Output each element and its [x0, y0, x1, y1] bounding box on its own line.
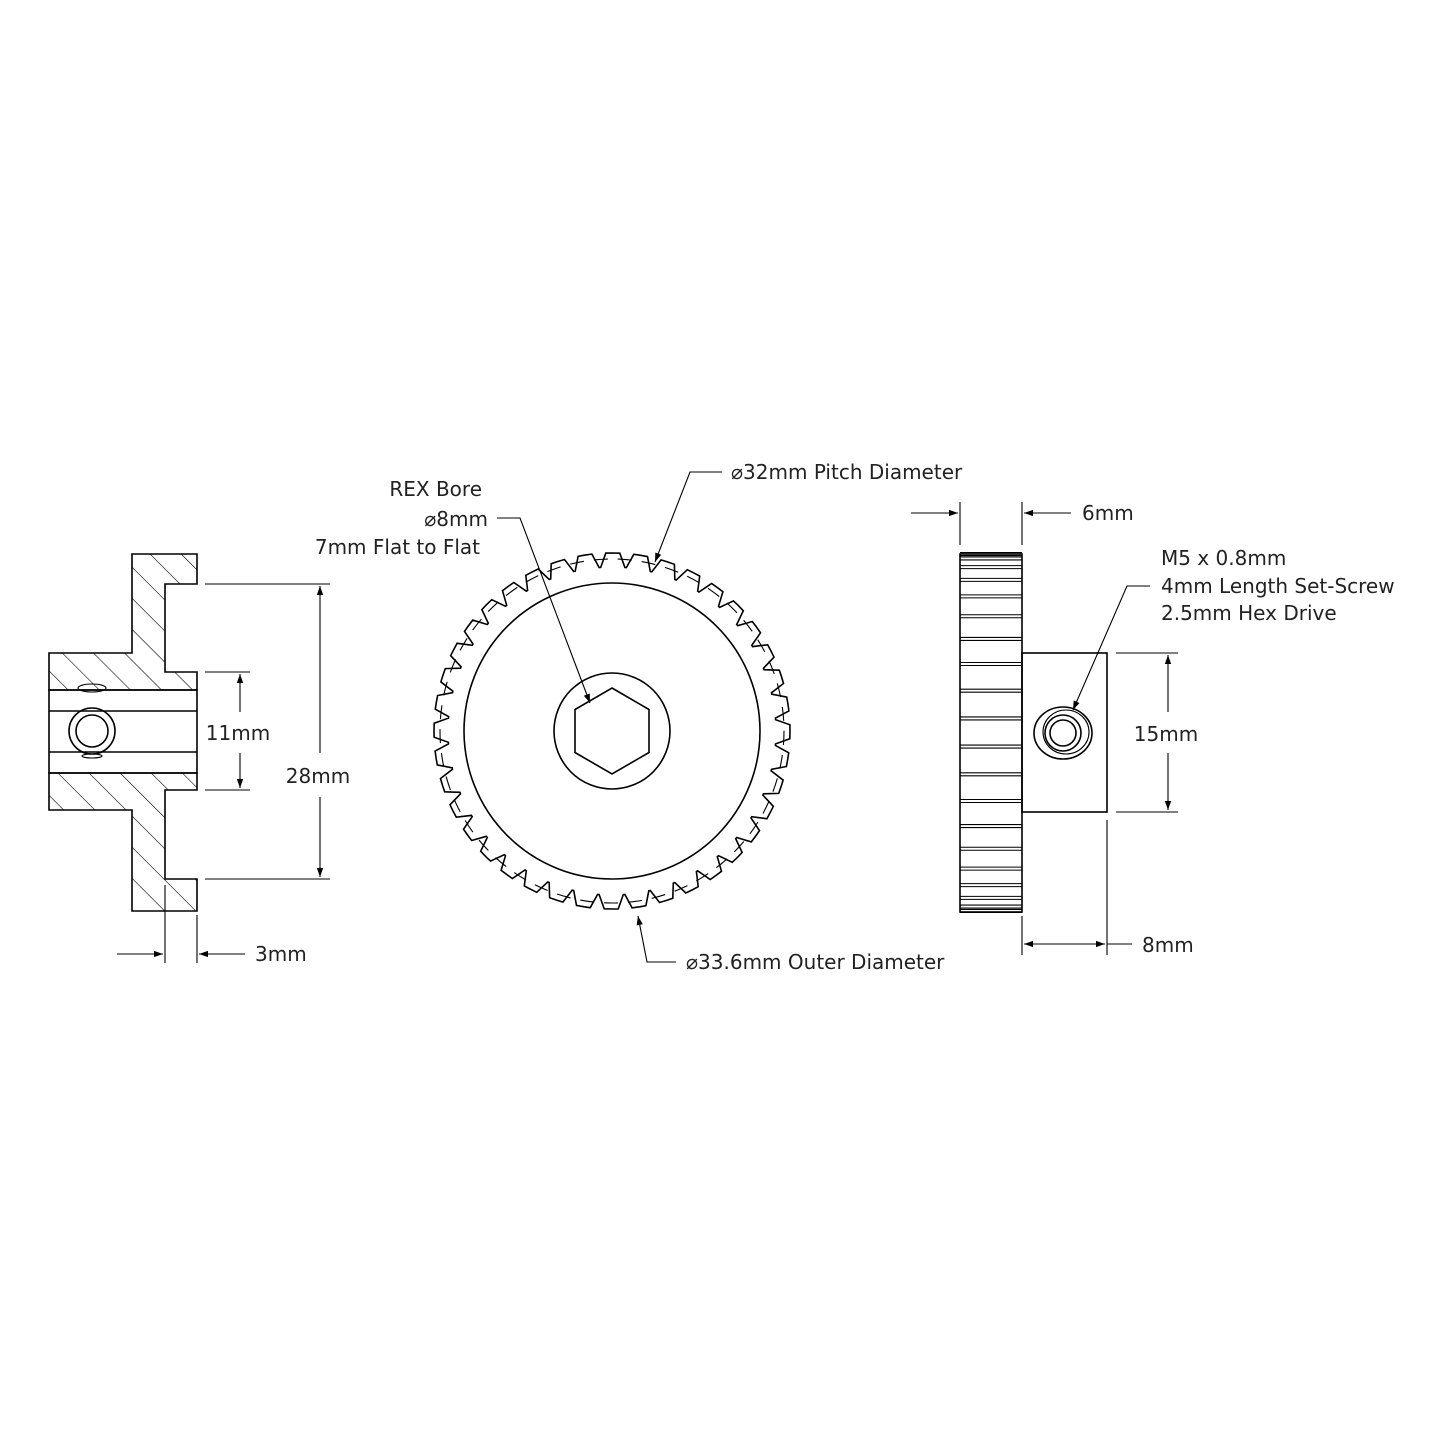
- setscrew-leader: [1072, 585, 1150, 711]
- side-view: 6mm 15mm 8mm M5 x 0.8mm 4mm Length Set-S…: [911, 501, 1395, 957]
- bore-label-line1: REX Bore: [389, 477, 482, 501]
- dim-3mm: 3mm: [255, 942, 307, 966]
- gear-teeth-profile: [433, 552, 791, 910]
- gear-teeth-side-lines: [960, 552, 1022, 913]
- section-view: 28mm 11mm 3mm: [48, 553, 350, 966]
- section-hatch-top: [48, 553, 198, 691]
- bore-label-line2: ⌀8mm: [424, 507, 488, 531]
- hub-side: [1021, 652, 1108, 813]
- dim-6mm: 6mm: [1082, 501, 1134, 525]
- setscrew-label-line3: 2.5mm Hex Drive: [1161, 601, 1337, 625]
- bore-leader: [497, 517, 591, 704]
- pitch-leader: [654, 471, 722, 563]
- gear-side-body: [959, 553, 1023, 913]
- front-view: REX Bore ⌀8mm 7mm Flat to Flat ⌀32mm Pit…: [315, 460, 963, 974]
- dim-15mm: 15mm: [1134, 722, 1198, 746]
- outer-diameter-label: ⌀33.6mm Outer Diameter: [686, 950, 945, 974]
- hex-bore-icon: [574, 687, 650, 775]
- pitch-diameter-label: ⌀32mm Pitch Diameter: [731, 460, 963, 484]
- dim-11mm: 11mm: [206, 721, 270, 745]
- pitch-circle: [439, 558, 785, 904]
- setscrew-hole-icon: [68, 683, 116, 759]
- setscrew-label-line2: 4mm Length Set-Screw: [1161, 574, 1395, 598]
- dim-28mm: 28mm: [286, 764, 350, 788]
- hub-circle: [553, 672, 671, 790]
- outer-leader: [636, 915, 676, 963]
- section-hatch-bottom: [48, 772, 198, 912]
- bore-channel: [48, 689, 198, 774]
- setscrew-icon: [1033, 706, 1093, 760]
- bore-label-line3: 7mm Flat to Flat: [315, 535, 480, 559]
- dim-8mm: 8mm: [1142, 933, 1194, 957]
- setscrew-label-line1: M5 x 0.8mm: [1161, 546, 1286, 570]
- gear-face-circle: [463, 582, 761, 880]
